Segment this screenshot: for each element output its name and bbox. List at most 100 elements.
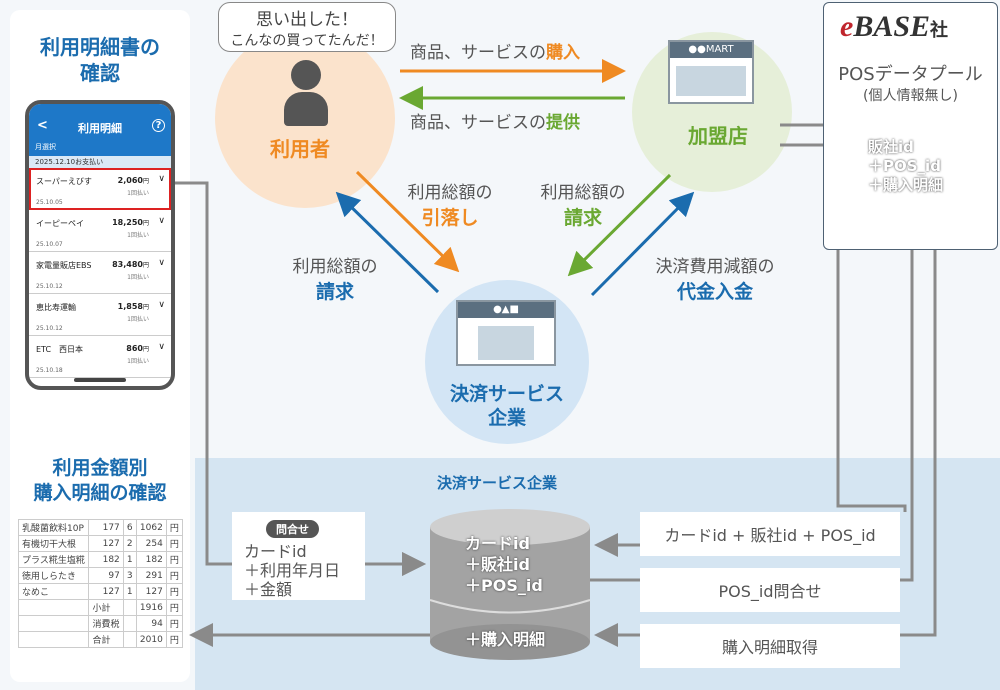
receipt-title: 利用金額別 購入明細の確認 bbox=[15, 456, 185, 506]
ebase-logo: eBASE社 bbox=[840, 10, 949, 43]
user-bill-arrow bbox=[335, 191, 440, 294]
phone-header: < 利用明細 ? 月選択 bbox=[29, 104, 171, 156]
user-person-icon bbox=[284, 60, 328, 126]
label-text: 商品、サービスの bbox=[410, 113, 546, 133]
chevron-down-icon[interactable]: ∨ bbox=[158, 342, 165, 352]
pos-pool-db-fields: 販社id＋POS_id＋購入明細 bbox=[868, 138, 944, 194]
purchase-label: 商品、サービスの購入 bbox=[410, 38, 580, 63]
label-emphasis: 提供 bbox=[546, 113, 580, 133]
settlement-db-detail: ＋購入明細 bbox=[465, 630, 546, 649]
user-label: 利用者 bbox=[270, 137, 330, 161]
label-emphasis: 購入 bbox=[546, 43, 580, 63]
settlement-building-icon: ●▲■ bbox=[456, 300, 556, 366]
pos-pool-title: POSデータプール bbox=[838, 64, 983, 85]
date: 25.10.07 bbox=[36, 241, 63, 248]
store-building-icon: ●●MART bbox=[668, 40, 754, 104]
statement-row[interactable]: 恵比寿運輸 1,858円 ∨ 1回払い 25.10.12 bbox=[29, 294, 171, 336]
back-icon[interactable]: < bbox=[37, 118, 48, 133]
phone-title: 利用明細 bbox=[78, 122, 122, 135]
chevron-down-icon[interactable]: ∨ bbox=[158, 174, 165, 184]
home-indicator bbox=[74, 378, 126, 382]
store-sign: ●●MART bbox=[670, 42, 752, 58]
store-bill-label: 利用総額の請求 bbox=[528, 178, 638, 230]
month-select[interactable]: 月選択 bbox=[35, 143, 56, 151]
statement-row[interactable]: ETC 西日本 860円 ∨ 1回払い 25.10.18 bbox=[29, 336, 171, 378]
detail-fetch-box: 購入明細取得 bbox=[640, 624, 900, 668]
label-text: 利用総額の bbox=[292, 257, 378, 277]
label-emphasis: 引落し bbox=[421, 207, 479, 229]
amount: 18,250円 bbox=[112, 218, 149, 227]
date: 25.10.12 bbox=[36, 283, 63, 290]
label-emphasis: 請求 bbox=[315, 281, 354, 303]
statement-row[interactable]: 家電量販店EBS 83,480円 ∨ 1回払い 25.10.12 bbox=[29, 252, 171, 294]
pay-date: 2025.12.10お支払い bbox=[29, 156, 171, 168]
installment: 1回払い bbox=[127, 274, 149, 281]
title-line: 購入明細の確認 bbox=[33, 482, 167, 504]
pos-pool-note: (個人情報無し) bbox=[863, 88, 958, 104]
amount: 2,060円 bbox=[117, 176, 149, 185]
bubble-line: 思い出した！ bbox=[256, 10, 358, 30]
installment: 1回払い bbox=[127, 316, 149, 323]
settlement-sign: ●▲■ bbox=[458, 302, 554, 318]
inquiry-box: 問合せ カードid＋利用年月日＋金額 bbox=[232, 512, 365, 600]
settlement-db-fields: カードid＋販社id＋POS_id bbox=[465, 534, 543, 595]
title-line: 利用明細書の bbox=[40, 35, 160, 59]
inquiry-badge: 問合せ bbox=[266, 520, 319, 538]
label-text: 商品、サービスの bbox=[410, 43, 546, 63]
phone-statement: < 利用明細 ? 月選択 2025.12.10お支払い スーパーえびす 2,060… bbox=[25, 100, 175, 390]
title-line: 利用金額別 bbox=[52, 457, 148, 479]
amount: 83,480円 bbox=[112, 260, 149, 269]
settlement-db bbox=[429, 509, 591, 660]
payment-label: 決済費用減額の代金入金 bbox=[640, 252, 790, 304]
merchant-name: 恵比寿運輸 bbox=[36, 303, 76, 312]
store-bill-arrow bbox=[567, 173, 672, 277]
user-bill-label: 利用総額の請求 bbox=[280, 252, 390, 304]
merchant-name: ETC 西日本 bbox=[36, 345, 84, 354]
date: 25.10.18 bbox=[36, 367, 63, 374]
help-icon[interactable]: ? bbox=[152, 119, 165, 132]
ebase-box bbox=[823, 2, 998, 250]
inquiry-fields: カードid＋利用年月日＋金額 bbox=[244, 542, 341, 599]
settlement-section-title: 決済サービス企業 bbox=[437, 474, 558, 492]
amount: 1,858円 bbox=[117, 302, 149, 311]
payment-arrow bbox=[590, 191, 695, 297]
merchant-name: イーピーペイ bbox=[36, 219, 84, 228]
ids-box: カードid + 販社id + POS_id bbox=[640, 512, 900, 556]
statement-title: 利用明細書の 確認 bbox=[15, 34, 185, 86]
installment: 1回払い bbox=[127, 358, 149, 365]
statement-row[interactable]: イーピーペイ 18,250円 ∨ 1回払い 25.10.07 bbox=[29, 210, 171, 252]
bubble-line: こんなの買ってたんだ！ bbox=[230, 33, 384, 49]
pos-query-box: POS_id問合せ bbox=[640, 568, 900, 612]
merchant-name: 家電量販店EBS bbox=[36, 261, 92, 270]
chevron-down-icon[interactable]: ∨ bbox=[158, 300, 165, 310]
label-text: 決済費用減額の bbox=[655, 257, 775, 277]
amount: 860円 bbox=[126, 344, 149, 353]
chevron-down-icon[interactable]: ∨ bbox=[158, 258, 165, 268]
installment: 1回払い bbox=[127, 232, 149, 239]
chevron-down-icon[interactable]: ∨ bbox=[158, 216, 165, 226]
installment: 1回払い bbox=[127, 190, 149, 197]
statement-row[interactable]: スーパーえびす 2,060円 ∨ 1回払い 25.10.05 bbox=[29, 168, 171, 210]
label-emphasis: 請求 bbox=[563, 207, 602, 229]
speech-bubble: 思い出した！ こんなの買ってたんだ！ bbox=[218, 2, 396, 52]
label-text: 利用総額の bbox=[540, 183, 626, 203]
settlement-label: 決済サービス 企業 bbox=[437, 382, 577, 430]
debit-label: 利用総額の引落し bbox=[395, 178, 505, 230]
label-line: 決済サービス bbox=[449, 383, 564, 405]
merchant-name: スーパーえびす bbox=[36, 177, 92, 186]
title-line: 確認 bbox=[80, 61, 120, 85]
receipt-cell: 合計 bbox=[88, 631, 124, 648]
store-label: 加盟店 bbox=[688, 124, 748, 148]
label-text: 利用総額の bbox=[407, 183, 493, 203]
label-emphasis: 代金入金 bbox=[676, 281, 753, 303]
receipt-cell: 円 bbox=[165, 631, 184, 648]
debit-arrow bbox=[355, 170, 460, 273]
date: 25.10.12 bbox=[36, 325, 63, 332]
date: 25.10.05 bbox=[36, 199, 63, 206]
